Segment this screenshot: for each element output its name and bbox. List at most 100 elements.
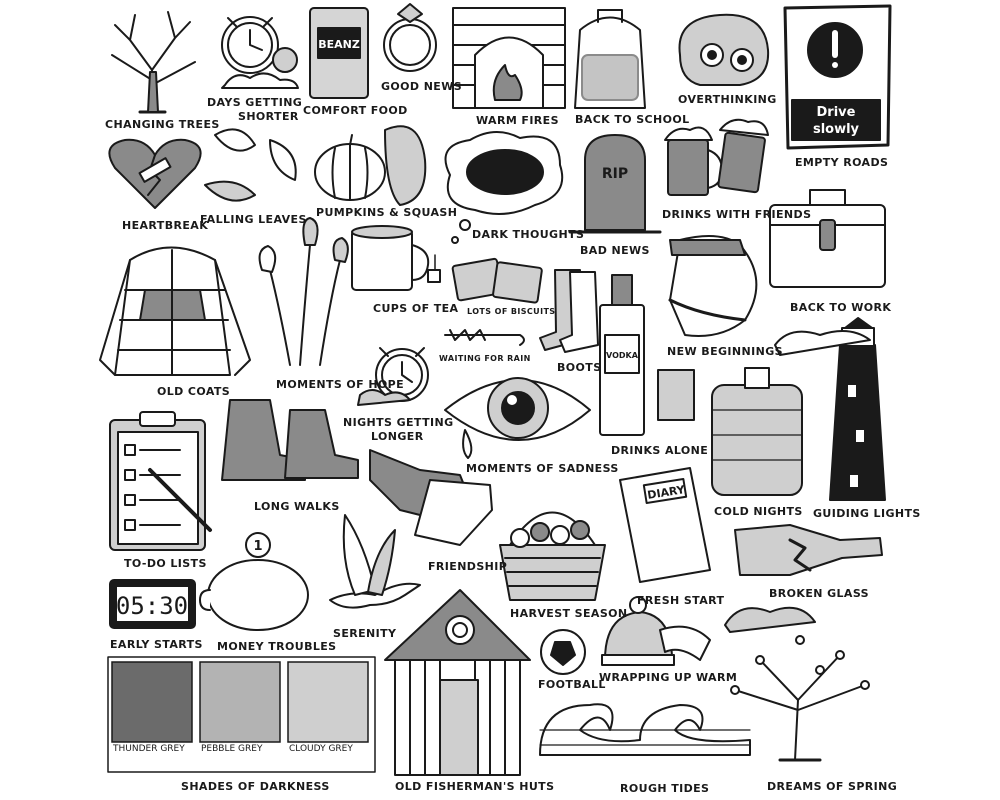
fisherman-hut-icon bbox=[384, 589, 531, 776]
label-old-fishermans-huts: OLD FISHERMAN'S HUTS bbox=[395, 780, 555, 793]
label-cold-nights: COLD NIGHTS bbox=[714, 505, 803, 518]
pregnant-belly-icon bbox=[668, 235, 758, 337]
fireplace-icon bbox=[452, 7, 566, 109]
bean-can-text: BEANZ bbox=[318, 38, 360, 51]
rough-waves-icon bbox=[539, 703, 751, 756]
label-to-do-lists: TO-DO LISTS bbox=[124, 557, 207, 570]
diary-text: DIARY bbox=[647, 483, 687, 502]
dove-icon bbox=[329, 514, 421, 609]
briefcase-icon bbox=[769, 189, 886, 288]
label-back-to-school: BACK TO SCHOOL bbox=[575, 113, 690, 126]
road-sign-line2: slowly bbox=[813, 122, 860, 137]
label-moments-of-sadness: MOMENTS OF SADNESS bbox=[466, 462, 619, 475]
label-friendship: FRIENDSHIP bbox=[428, 560, 508, 573]
label-heartbreak: HEARTBREAK bbox=[122, 219, 209, 232]
label-football: FOOTBALL bbox=[538, 678, 606, 691]
label-bad-news: BAD NEWS bbox=[580, 244, 650, 257]
label-good-news: GOOD NEWS bbox=[381, 80, 463, 93]
label-old-coats: OLD COATS bbox=[157, 385, 231, 398]
road-sign-line1: Drive bbox=[817, 105, 856, 120]
swatch-cloudy-grey bbox=[287, 661, 369, 743]
alarm-clock-sun-icon bbox=[221, 16, 299, 89]
vodka-bottle-icon: VODKA bbox=[599, 274, 695, 436]
label-new-beginnings: NEW BEGINNINGS bbox=[667, 345, 783, 358]
piggy-bank-icon: 1 bbox=[199, 532, 309, 631]
hot-water-bottle-icon bbox=[711, 367, 803, 496]
clipboard-checklist-icon bbox=[109, 411, 212, 551]
hat-scarf-icon bbox=[601, 596, 711, 666]
label-shades-of-darkness: SHADES OF DARKNESS bbox=[181, 780, 330, 793]
wellington-boots-icon bbox=[539, 269, 599, 353]
crying-eye-icon bbox=[444, 377, 591, 459]
blossom-tree-icon bbox=[724, 606, 870, 762]
label-drinks-alone: DRINKS ALONE bbox=[611, 444, 709, 457]
lighthouse-icon bbox=[774, 317, 886, 501]
label-wrapping-up-warm: WRAPPING UP WARM bbox=[599, 671, 738, 684]
handshake-icon bbox=[369, 449, 493, 546]
label-warm-fires: WARM FIRES bbox=[476, 114, 559, 127]
label-comfort-food: COMFORT FOOD bbox=[303, 104, 408, 117]
puffer-coat-icon bbox=[99, 246, 251, 376]
broken-heart-icon bbox=[108, 138, 202, 209]
label-dreams-of-spring: DREAMS OF SPRING bbox=[767, 780, 898, 793]
label-fresh-start: FRESH START bbox=[637, 594, 725, 607]
road-sign-icon: Drive slowly bbox=[783, 4, 892, 150]
colour-swatches bbox=[111, 661, 369, 743]
label-lots-of-biscuits: LOTS OF BISCUITS bbox=[467, 307, 556, 316]
football-icon bbox=[540, 629, 586, 675]
swatch-label-thunder-grey: THUNDER GREY bbox=[113, 744, 185, 754]
label-falling-leaves: FALLING LEAVES bbox=[200, 213, 307, 226]
label-moments-of-hope: MOMENTS OF HOPE bbox=[276, 378, 405, 391]
label-guiding-lights: GUIDING LIGHTS bbox=[813, 507, 921, 520]
ring-icon bbox=[383, 3, 437, 72]
backpack-icon bbox=[574, 9, 646, 109]
label-days-getting-shorter-1: DAYS GETTING bbox=[207, 96, 303, 109]
pumpkin-icon bbox=[314, 125, 427, 206]
label-cups-of-tea: CUPS OF TEA bbox=[373, 302, 459, 315]
label-days-getting-shorter-2: SHORTER bbox=[238, 110, 299, 123]
biscuits-icon bbox=[451, 257, 543, 304]
label-changing-trees: CHANGING TREES bbox=[105, 118, 220, 131]
label-harvest-season: HARVEST SEASON bbox=[510, 607, 628, 620]
coin-text: 1 bbox=[253, 539, 262, 554]
label-broken-glass: BROKEN GLASS bbox=[769, 587, 869, 600]
brain-gears-icon bbox=[678, 13, 770, 86]
label-dark-thoughts: DARK THOUGHTS bbox=[472, 228, 585, 241]
falling-leaves-icon bbox=[204, 128, 297, 202]
label-nights-getting-longer-1: NIGHTS GETTING bbox=[343, 416, 454, 429]
digital-clock-icon: 05:30 bbox=[109, 579, 196, 629]
swatch-thunder-grey bbox=[111, 661, 193, 743]
crocus-flowers-icon bbox=[258, 217, 349, 366]
swatch-pebble-grey bbox=[199, 661, 281, 743]
diary-icon: DIARY bbox=[619, 467, 711, 583]
label-nights-getting-longer-2: LONGER bbox=[371, 430, 424, 443]
swatch-label-pebble-grey: PEBBLE GREY bbox=[201, 744, 263, 754]
label-early-starts: EARLY STARTS bbox=[110, 638, 203, 651]
label-long-walks: LONG WALKS bbox=[254, 500, 340, 513]
bean-can-icon: BEANZ bbox=[309, 7, 369, 99]
broken-bottle-icon bbox=[734, 524, 883, 576]
harvest-basket-icon bbox=[499, 511, 606, 601]
thought-bubble-icon bbox=[444, 131, 564, 244]
label-empty-roads: EMPTY ROADS bbox=[795, 156, 889, 169]
label-pumpkins-squash: PUMPKINS & SQUASH bbox=[316, 206, 458, 219]
label-rough-tides: ROUGH TIDES bbox=[620, 782, 710, 795]
gravestone-text: RIP bbox=[602, 166, 628, 182]
digital-clock-text: 05:30 bbox=[116, 592, 188, 620]
label-back-to-work: BACK TO WORK bbox=[790, 301, 892, 314]
beer-mugs-icon bbox=[664, 118, 769, 196]
vodka-label-text: VODKA bbox=[606, 351, 639, 360]
label-waiting-for-rain: WAITING FOR RAIN bbox=[439, 354, 531, 363]
tea-mug-icon bbox=[351, 225, 441, 291]
gravestone-icon: RIP bbox=[568, 134, 662, 234]
night-alarm-clock-icon bbox=[357, 347, 429, 406]
label-serenity: SERENITY bbox=[333, 627, 397, 640]
bare-tree-icon bbox=[111, 11, 196, 114]
swatch-label-cloudy-grey: CLOUDY GREY bbox=[289, 744, 353, 754]
hiking-boots-icon bbox=[221, 399, 359, 481]
label-boots: BOOTS bbox=[557, 361, 602, 374]
label-overthinking: OVERTHINKING bbox=[678, 93, 777, 106]
label-money-troubles: MONEY TROUBLES bbox=[217, 640, 337, 653]
umbrella-icon bbox=[444, 329, 525, 346]
